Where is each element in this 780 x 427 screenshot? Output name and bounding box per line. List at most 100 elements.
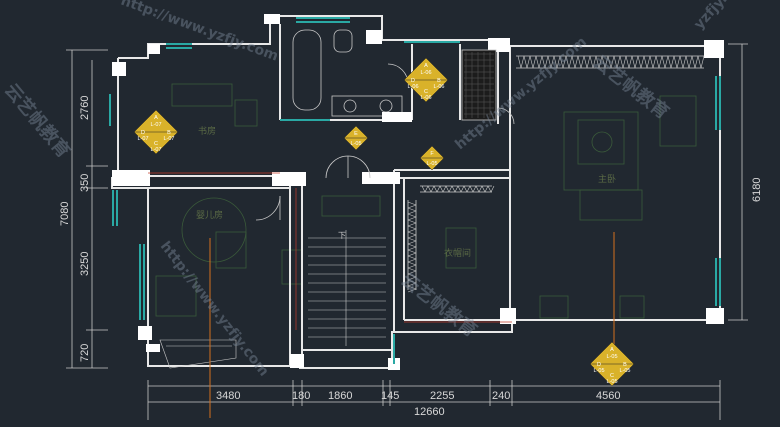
- decor-line: [568, 55, 573, 69]
- decor-line: [407, 243, 417, 248]
- stair: [308, 230, 386, 346]
- svg-text:L-05: L-05: [606, 379, 617, 385]
- decor-line: [547, 55, 552, 69]
- decor-line: [407, 213, 417, 218]
- shower-tray: [461, 49, 497, 121]
- decor-line: [407, 210, 417, 215]
- dim-left-3: 3250: [79, 252, 91, 276]
- svg-text:C: C: [154, 141, 158, 147]
- decor-line: [454, 185, 459, 193]
- watermark-4: http://www.yzfjy.com: [157, 239, 272, 380]
- decor-line: [628, 55, 633, 69]
- room-label-study: 书房: [198, 125, 216, 137]
- decor-line: [407, 255, 417, 260]
- decor-line: [541, 55, 546, 69]
- furniture: [155, 83, 697, 319]
- decor-line: [529, 55, 534, 69]
- decor-line: [562, 55, 567, 69]
- decor-line: [478, 185, 483, 193]
- decor-line: [407, 231, 417, 236]
- marker-master: A L-05 D L-05 B L-05 C L-05: [589, 341, 635, 387]
- decor-line: [565, 55, 570, 69]
- decor-line: [520, 55, 525, 69]
- decor-line: [407, 249, 417, 254]
- dim-left-1: 2760: [79, 96, 91, 120]
- doors: [255, 63, 515, 221]
- dim-bottom-4: 145: [381, 390, 399, 402]
- room-label-nursery: 婴儿房: [196, 209, 223, 221]
- decor-line: [407, 279, 417, 284]
- decor-line: [583, 55, 588, 69]
- room-label-master: 主卧: [598, 173, 616, 185]
- decor-line: [430, 185, 435, 193]
- svg-text:B: B: [437, 78, 441, 84]
- decor-line: [457, 185, 462, 193]
- decor-line: [472, 185, 477, 193]
- decor-line: [685, 55, 690, 69]
- decor-line: [445, 185, 450, 193]
- decor-line: [574, 55, 579, 69]
- decor-line: [407, 222, 417, 227]
- decor-line: [694, 55, 699, 69]
- decor-line: [407, 228, 417, 233]
- decor-line: [634, 55, 639, 69]
- decor-line: [436, 185, 441, 193]
- decor-line: [407, 282, 417, 287]
- decor-line: [571, 55, 576, 69]
- decor-line: [622, 55, 627, 69]
- decor-line: [439, 185, 444, 193]
- decor-line: [691, 55, 696, 69]
- decor-line: [586, 55, 591, 69]
- decor-line: [526, 55, 531, 69]
- dim-total-width: 12660: [414, 406, 445, 418]
- svg-text:A: A: [154, 115, 158, 121]
- tag-f: F L-05: [419, 145, 445, 171]
- decor-line: [407, 204, 417, 209]
- svg-text:A: A: [610, 347, 614, 353]
- columns: [112, 14, 724, 370]
- decor-line: [407, 216, 417, 221]
- decor-line: [613, 55, 618, 69]
- decor-line: [640, 55, 645, 69]
- watermark-1: 云艺帆教育: [0, 79, 75, 162]
- dim-total-right: 6180: [751, 178, 763, 202]
- decor-line: [407, 270, 417, 275]
- svg-text:L-05: L-05: [619, 368, 630, 374]
- tag-e: E L-05: [343, 125, 369, 151]
- decor-line: [592, 55, 597, 69]
- decor-line: [466, 185, 471, 193]
- dim-bottom-7: 4560: [596, 390, 620, 402]
- decor-line: [407, 240, 417, 245]
- marker-study: A L-07 D L-07 B L-07 C L-07: [133, 109, 179, 155]
- decor-line: [407, 219, 417, 224]
- decor-line: [688, 55, 693, 69]
- svg-text:L-07: L-07: [150, 147, 161, 153]
- dim-total-left: 7080: [59, 202, 71, 226]
- decor-line: [523, 55, 528, 69]
- decor-line: [407, 201, 417, 206]
- decor-line: [577, 55, 582, 69]
- dim-bottom-6: 240: [492, 390, 510, 402]
- decor-line: [658, 55, 663, 69]
- decor-line: [625, 55, 630, 69]
- decor-line: [407, 246, 417, 251]
- svg-text:L-07: L-07: [163, 136, 174, 142]
- svg-text:L-06: L-06: [407, 84, 418, 90]
- svg-text:A: A: [424, 63, 428, 69]
- watermark-5: 云艺帆教育: [397, 269, 481, 342]
- stair-label: 下: [338, 231, 346, 240]
- decor-line: [475, 185, 480, 193]
- svg-text:L-07: L-07: [137, 136, 148, 142]
- decor-line: [616, 55, 621, 69]
- decor-line: [553, 55, 558, 69]
- decor-line: [550, 55, 555, 69]
- decor-line: [604, 55, 609, 69]
- decor-line: [544, 55, 549, 69]
- decor-line: [646, 55, 651, 69]
- decor-line: [655, 55, 660, 69]
- decor-line: [407, 264, 417, 269]
- decor-line: [538, 55, 543, 69]
- decor-line: [407, 237, 417, 242]
- decor-line: [670, 55, 675, 69]
